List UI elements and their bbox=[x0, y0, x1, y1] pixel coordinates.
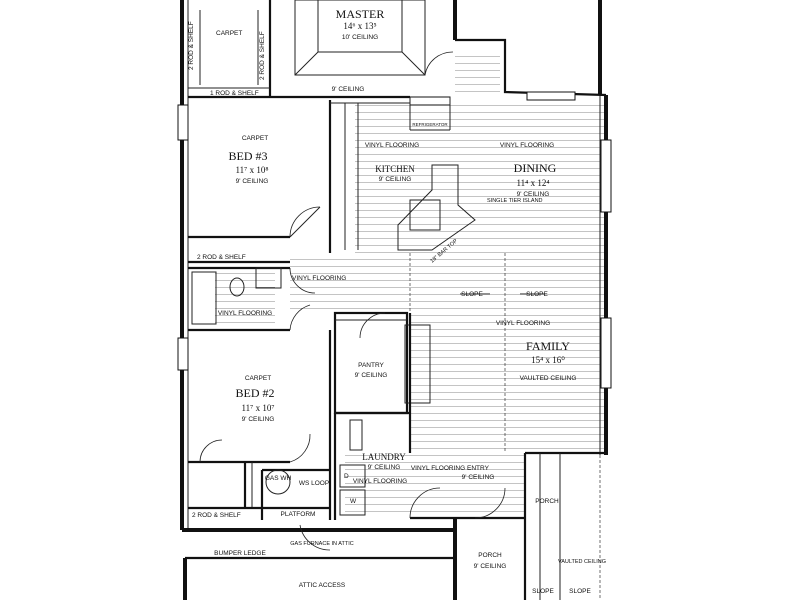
bed3-ceiling: 9' CEILING bbox=[236, 178, 269, 185]
furnace-label: GAS FURNACE IN ATTIC bbox=[290, 541, 353, 547]
laundry-ceiling: 9' CEILING bbox=[368, 464, 401, 471]
bed2-dims: 11⁷ x 10⁷ bbox=[242, 403, 275, 413]
porch-front-name: PORCH bbox=[478, 552, 502, 559]
rod-shelf-label: 2 ROD & SHELF bbox=[192, 512, 241, 519]
bath-floor: VINYL FLOORING bbox=[218, 310, 272, 317]
rod-shelf-label: 1 ROD & SHELF bbox=[210, 90, 259, 97]
slope-label: SLOPE bbox=[532, 588, 554, 595]
ws-loop-label: WS LOOP bbox=[299, 480, 329, 487]
kitchen-ceiling: 9' CEILING bbox=[379, 176, 412, 183]
bed2-floor: CARPET bbox=[245, 375, 271, 382]
island-label: SINGLE TIER ISLAND bbox=[487, 198, 543, 204]
bed3-dims: 11⁷ x 10⁸ bbox=[236, 165, 269, 175]
refrigerator-label: REFRIGERATOR bbox=[412, 122, 448, 127]
master-name: MASTER bbox=[336, 7, 385, 21]
dining-name: DINING bbox=[514, 161, 557, 175]
slope-label: SLOPE bbox=[526, 291, 548, 298]
porch-vaulted-ceiling: VAULTED CEILING bbox=[558, 559, 606, 565]
bed3-floor: CARPET bbox=[242, 135, 268, 142]
attic-access-label: ATTIC ACCESS bbox=[299, 582, 346, 589]
entry-name: ENTRY bbox=[467, 465, 490, 472]
entry-ceiling: 9' CEILING bbox=[462, 474, 495, 481]
pantry-ceiling: 9' CEILING bbox=[355, 372, 388, 379]
dining-floor: VINYL FLOORING bbox=[500, 142, 554, 149]
rod-shelf-label: 2 ROD & SHELF bbox=[197, 254, 246, 261]
bumper-ledge-label: BUMPER LEDGE bbox=[214, 550, 266, 557]
master-dims: 14⁶ x 13⁵ bbox=[343, 21, 376, 31]
dining-ceiling: 9' CEILING bbox=[517, 191, 550, 198]
bed2-ceiling: 9' CEILING bbox=[242, 416, 275, 423]
washer-label: W bbox=[350, 498, 357, 505]
rod-shelf-label: 2 ROD & SHELF bbox=[188, 21, 195, 70]
interior-walls bbox=[188, 0, 605, 600]
pantry-name: PANTRY bbox=[358, 362, 384, 369]
closet-carpet-label: CARPET bbox=[216, 30, 242, 37]
bed2-name: BED #2 bbox=[236, 386, 275, 400]
dryer-label: D bbox=[344, 473, 349, 480]
dining-dims: 11⁴ x 12⁴ bbox=[517, 178, 550, 188]
slope-label: SLOPE bbox=[461, 291, 483, 298]
vinyl-hatch bbox=[215, 55, 605, 518]
kitchen-name: KITCHEN bbox=[375, 164, 415, 174]
porch-side-name: PORCH bbox=[535, 498, 559, 505]
family-name: FAMILY bbox=[526, 339, 570, 353]
water-heater-label: GAS WH bbox=[265, 475, 292, 482]
family-ceiling: VAULTED CEILING bbox=[520, 375, 577, 382]
family-floor: VINYL FLOORING bbox=[496, 320, 550, 327]
bed3-name: BED #3 bbox=[229, 149, 268, 163]
rod-shelf-label: 2 ROD & SHELF bbox=[259, 31, 266, 80]
master-ceiling: 10' CEILING bbox=[342, 34, 378, 41]
laundry-floor: VINYL FLOORING bbox=[353, 478, 407, 485]
entry-floor: VINYL FLOORING bbox=[411, 465, 465, 472]
family-dims: 15⁴ x 16⁰ bbox=[531, 355, 565, 365]
slope-label: SLOPE bbox=[569, 588, 591, 595]
hall-floor: VINYL FLOORING bbox=[292, 275, 346, 282]
porch-front-ceiling: 9' CEILING bbox=[474, 563, 507, 570]
kitchen-floor: VINYL FLOORING bbox=[365, 142, 419, 149]
master-hall-ceiling: 9' CEILING bbox=[332, 86, 365, 93]
doors bbox=[199, 51, 506, 551]
platform-label: PLATFORM bbox=[281, 511, 316, 518]
laundry-name: LAUNDRY bbox=[362, 452, 406, 462]
